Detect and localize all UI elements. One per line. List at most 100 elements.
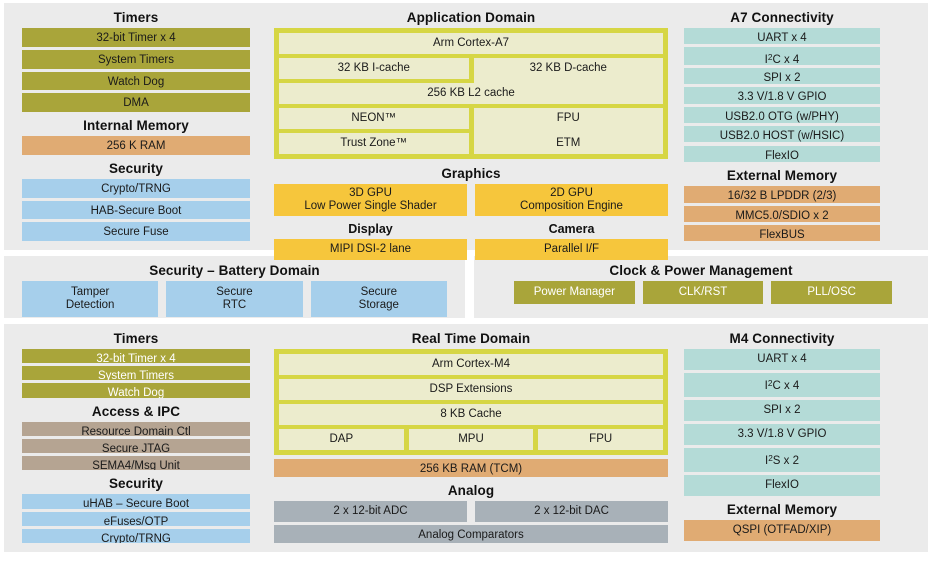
display-camera-row: MIPI DSI-2 lane Parallel I/F bbox=[274, 239, 668, 263]
internal-memory-heading: Internal Memory bbox=[83, 118, 189, 133]
m4-connectivity-column: M4 Connectivity UART x 4 I2C x 4 SPI x 2… bbox=[676, 324, 924, 552]
m4-peripherals-column: Timers 32-bit Timer x 4 System Timers Wa… bbox=[4, 324, 266, 552]
camera-heading: Camera bbox=[548, 222, 595, 236]
block-mmc-sdio[interactable]: MMC5.0/SDIO x 2 bbox=[684, 205, 880, 222]
real-time-domain-frame: Arm Cortex-M4 DSP Extensions 8 KB Cache … bbox=[274, 349, 668, 455]
block-tcm-ram[interactable]: 256 KB RAM (TCM) bbox=[274, 459, 668, 477]
block-d-cache[interactable]: 32 KB D-cache bbox=[473, 58, 663, 83]
block-fpu[interactable]: FPU bbox=[473, 108, 663, 133]
block-m4-timer-32bit[interactable]: 32-bit Timer x 4 bbox=[22, 349, 250, 364]
block-dap[interactable]: DAP bbox=[279, 429, 404, 450]
block-mipi-dsi[interactable]: MIPI DSI-2 lane bbox=[274, 239, 467, 260]
m4-external-memory-heading: External Memory bbox=[726, 501, 838, 517]
block-uart[interactable]: UART x 4 bbox=[684, 28, 880, 45]
block-etm[interactable]: ETM bbox=[473, 133, 663, 154]
security-heading: Security bbox=[108, 160, 164, 176]
block-3d-gpu[interactable]: 3D GPU Low Power Single Shader bbox=[274, 184, 467, 216]
application-domain-band: Timers 32-bit Timer x 4 System Timers Wa… bbox=[4, 3, 928, 260]
block-dsp-extensions[interactable]: DSP Extensions bbox=[279, 379, 663, 400]
block-sema4-msg-unit[interactable]: SEMA4/Msg Unit bbox=[22, 456, 250, 471]
graphics-heading: Graphics bbox=[441, 166, 501, 181]
block-gpio[interactable]: 3.3 V/1.8 V GPIO bbox=[684, 87, 880, 104]
block-secure-jtag[interactable]: Secure JTAG bbox=[22, 438, 250, 454]
security-battery-row: Tamper Detection Secure RTC Secure Stora… bbox=[14, 281, 455, 317]
block-clk-rst[interactable]: CLK/RST bbox=[642, 281, 764, 304]
display-heading: Display bbox=[348, 222, 393, 236]
block-cortex-m4[interactable]: Arm Cortex-M4 bbox=[279, 354, 663, 375]
block-256k-ram[interactable]: 256 K RAM bbox=[22, 136, 250, 155]
block-cortex-a7[interactable]: Arm Cortex-A7 bbox=[279, 33, 663, 54]
m4-security-heading: Security bbox=[108, 476, 164, 492]
block-usb-host[interactable]: USB2.0 HOST (w/HSIC) bbox=[684, 125, 880, 142]
block-trust-zone[interactable]: Trust Zone™ bbox=[279, 133, 469, 154]
block-crypto-trng[interactable]: Crypto/TRNG bbox=[22, 178, 250, 198]
block-m4-watch-dog[interactable]: Watch Dog bbox=[22, 383, 250, 398]
shared-domains-band: Security – Battery Domain Tamper Detecti… bbox=[4, 256, 928, 318]
block-parallel-if[interactable]: Parallel I/F bbox=[475, 239, 668, 260]
block-2d-gpu[interactable]: 2D GPU Composition Engine bbox=[475, 184, 668, 216]
block-i-cache[interactable]: 32 KB I-cache bbox=[279, 58, 469, 79]
application-domain-frame: Arm Cortex-A7 32 KB I-cache 32 KB D-cach… bbox=[274, 28, 668, 159]
block-m4-fpu[interactable]: FPU bbox=[538, 429, 664, 450]
block-secure-storage[interactable]: Secure Storage bbox=[310, 281, 447, 317]
block-power-manager[interactable]: Power Manager bbox=[514, 281, 635, 304]
block-lpddr[interactable]: 16/32 B LPDDR (2/3) bbox=[684, 186, 880, 203]
block-secure-fuse[interactable]: Secure Fuse bbox=[22, 222, 250, 241]
clock-power-row: Power Manager CLK/RST PLL/OSC bbox=[484, 281, 918, 304]
block-secure-storage-line2: Storage bbox=[358, 299, 399, 311]
block-dma[interactable]: DMA bbox=[22, 93, 250, 112]
block-spi[interactable]: SPI x 2 bbox=[684, 68, 880, 85]
block-tamper-detection-line2: Detection bbox=[65, 299, 115, 311]
clock-power-management-panel: Clock & Power Management Power Manager C… bbox=[474, 256, 928, 318]
block-l2-cache[interactable]: 256 KB L2 cache bbox=[279, 83, 663, 104]
block-system-timers[interactable]: System Timers bbox=[22, 49, 250, 69]
security-battery-domain-panel: Security – Battery Domain Tamper Detecti… bbox=[4, 256, 465, 318]
block-secure-rtc[interactable]: Secure RTC bbox=[166, 281, 303, 317]
block-m4-uart[interactable]: UART x 4 bbox=[684, 349, 880, 370]
block-m4-flexio[interactable]: FlexIO bbox=[684, 474, 880, 496]
block-8kb-cache[interactable]: 8 KB Cache bbox=[279, 404, 663, 425]
top-band-panel: Timers 32-bit Timer x 4 System Timers Wa… bbox=[4, 3, 928, 260]
display-camera-heading-row: Display Camera bbox=[274, 219, 668, 239]
block-analog-comparators[interactable]: Analog Comparators bbox=[274, 525, 668, 543]
block-watch-dog[interactable]: Watch Dog bbox=[22, 71, 250, 91]
block-dac[interactable]: 2 x 12-bit DAC bbox=[475, 501, 668, 522]
application-domain-heading: Application Domain bbox=[406, 10, 536, 25]
analog-heading: Analog bbox=[447, 483, 495, 498]
block-hab-secure-boot[interactable]: HAB-Secure Boot bbox=[22, 200, 250, 220]
m4-connectivity-heading: M4 Connectivity bbox=[729, 331, 835, 346]
block-resource-domain-ctl[interactable]: Resource Domain Ctl bbox=[22, 421, 250, 436]
block-tamper-detection[interactable]: Tamper Detection bbox=[22, 281, 159, 317]
bottom-band-panel: Timers 32-bit Timer x 4 System Timers Wa… bbox=[4, 324, 928, 552]
a7-connectivity-heading: A7 Connectivity bbox=[730, 10, 834, 25]
block-m4-spi[interactable]: SPI x 2 bbox=[684, 399, 880, 421]
block-2d-gpu-line1: 2D GPU bbox=[550, 187, 593, 199]
real-time-domain-column: Real Time Domain Arm Cortex-M4 DSP Exten… bbox=[266, 324, 676, 552]
external-memory-heading: External Memory bbox=[726, 168, 838, 184]
a7-connectivity-column: A7 Connectivity UART x 4 I2C x 4 SPI x 2… bbox=[676, 3, 924, 250]
block-neon[interactable]: NEON™ bbox=[279, 108, 469, 129]
real-time-domain-band: Timers 32-bit Timer x 4 System Timers Wa… bbox=[4, 324, 928, 552]
block-m4-crypto-trng[interactable]: Crypto/TRNG bbox=[22, 528, 250, 543]
block-3d-gpu-line1: 3D GPU bbox=[349, 187, 392, 199]
block-uhab-secure-boot[interactable]: uHAB – Secure Boot bbox=[22, 494, 250, 509]
block-timer-32bit[interactable]: 32-bit Timer x 4 bbox=[22, 28, 250, 47]
access-ipc-heading: Access & IPC bbox=[91, 403, 181, 419]
block-efuses-otp[interactable]: eFuses/OTP bbox=[22, 511, 250, 526]
block-pll-osc[interactable]: PLL/OSC bbox=[771, 281, 893, 304]
block-i2c[interactable]: I2C x 4 bbox=[684, 47, 880, 66]
block-m4-gpio[interactable]: 3.3 V/1.8 V GPIO bbox=[684, 423, 880, 445]
block-adc[interactable]: 2 x 12-bit ADC bbox=[274, 501, 467, 522]
block-mpu[interactable]: MPU bbox=[408, 429, 534, 450]
block-flexio[interactable]: FlexIO bbox=[684, 146, 880, 163]
neon-fpu-row: NEON™ FPU bbox=[279, 108, 663, 133]
block-secure-storage-line1: Secure bbox=[360, 286, 398, 298]
block-m4-i2s[interactable]: I2S x 2 bbox=[684, 447, 880, 472]
block-m4-i2c[interactable]: I2C x 4 bbox=[684, 373, 880, 397]
block-flexbus[interactable]: FlexBUS bbox=[684, 224, 880, 241]
block-qspi[interactable]: QSPI (OTFAD/XIP) bbox=[684, 519, 880, 541]
a7-peripherals-column: Timers 32-bit Timer x 4 System Timers Wa… bbox=[4, 3, 266, 250]
block-m4-system-timers[interactable]: System Timers bbox=[22, 366, 250, 381]
block-tamper-detection-line1: Tamper bbox=[70, 286, 110, 298]
block-usb-otg[interactable]: USB2.0 OTG (w/PHY) bbox=[684, 106, 880, 123]
